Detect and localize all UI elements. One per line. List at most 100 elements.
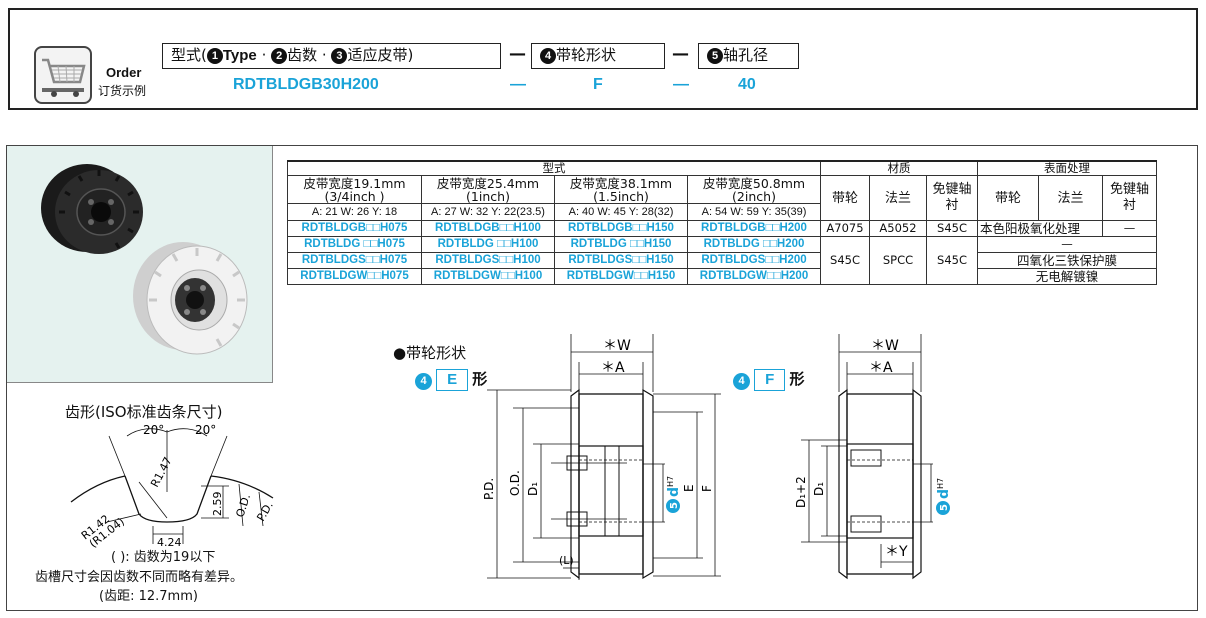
tooth-note-3: (齿距: 12.7mm) bbox=[99, 589, 198, 604]
model-cell: RDTBLDGB□□H150 bbox=[554, 220, 688, 237]
svg-text:O.D.: O.D. bbox=[508, 470, 522, 496]
svg-text:＊W: ＊W bbox=[871, 338, 899, 354]
svg-text:E: E bbox=[682, 484, 696, 492]
svg-text:D₁: D₁ bbox=[526, 482, 540, 496]
header-surface: 表面处理 bbox=[977, 160, 1157, 176]
model-cell: RDTBLDG □□H200 bbox=[687, 236, 821, 253]
model-cell: RDTBLDGS□□H075 bbox=[287, 252, 422, 269]
mat-cell: SPCC bbox=[869, 236, 927, 285]
dims-cell: A: 21 W: 26 Y: 18 bbox=[287, 203, 422, 221]
surface-cell: 四氧化三铁保护膜 bbox=[977, 252, 1157, 269]
number-2-icon: 2 bbox=[271, 48, 288, 64]
silver-pulley-image bbox=[133, 242, 248, 355]
svg-text:＊A: ＊A bbox=[601, 360, 625, 376]
surf-pulley-header: 带轮 bbox=[977, 175, 1039, 221]
tooth-profile-diagram: 20° 20° R1.47 R1.42 (R1.04) 2.59 O.D. P.… bbox=[70, 423, 276, 548]
model-cell: RDTBLDG □□H150 bbox=[554, 236, 688, 253]
mat-cell: A5052 bbox=[869, 220, 927, 237]
shape-f-label: 4 F 形 bbox=[733, 368, 804, 391]
separator-dash: — bbox=[509, 44, 526, 64]
svg-text:O.D.: O.D. bbox=[233, 492, 253, 519]
svg-text:P.D.: P.D. bbox=[254, 499, 275, 523]
model-cell: RDTBLDGB□□H075 bbox=[287, 220, 422, 237]
tooth-note-2: 齿槽尺寸会因齿数不同而略有差异。 bbox=[35, 570, 244, 585]
product-spec-panel: 齿形(ISO标准齿条尺寸) 20° 20° R1.47 R1.42 (R1.04… bbox=[6, 145, 1198, 611]
mat-cell: S45C bbox=[820, 236, 870, 285]
svg-text:D₁: D₁ bbox=[812, 482, 826, 496]
mat-cell: S45C bbox=[926, 220, 978, 237]
dims-cell: A: 27 W: 32 Y: 22(23.5) bbox=[421, 203, 555, 221]
model-cell: RDTBLDGW□□H200 bbox=[687, 268, 821, 285]
svg-text:H7: H7 bbox=[936, 478, 945, 489]
dims-cell: A: 40 W: 45 Y: 28(32) bbox=[554, 203, 688, 221]
model-cell: RDTBLDGS□□H150 bbox=[554, 252, 688, 269]
shape-e-label: 4 E 形 bbox=[415, 368, 487, 391]
example-shape: F bbox=[593, 76, 603, 93]
example-model: RDTBLDGB30H200 bbox=[233, 76, 379, 93]
belt-width-header: 皮带宽度50.8mm(2inch) bbox=[687, 175, 821, 204]
svg-text:(L): (L) bbox=[559, 554, 574, 567]
svg-text:F: F bbox=[700, 485, 714, 492]
mat-cell: A7075 bbox=[820, 220, 870, 237]
surface-cell: 无电解镀镍 bbox=[977, 268, 1157, 285]
svg-text:H7: H7 bbox=[666, 476, 675, 487]
belt-width-header: 皮带宽度25.4mm(1inch) bbox=[421, 175, 555, 204]
e-shape-drawing: ＊W ＊A P.D. O.D. D₁ E F (L) 5 d H7 bbox=[482, 334, 721, 580]
tooth-note-1: ( ): 齿数为19以下 bbox=[111, 550, 216, 565]
order-example-label: 订货示例 bbox=[98, 84, 147, 98]
pulley-shape-title: ●带轮形状 bbox=[393, 344, 467, 362]
model-cell: RDTBLDGB□□H100 bbox=[421, 220, 555, 237]
mat-cell: S45C bbox=[926, 236, 978, 285]
svg-text:D₁+2: D₁+2 bbox=[794, 476, 808, 508]
header-material: 材质 bbox=[820, 160, 978, 176]
svg-text:R1.47: R1.47 bbox=[148, 455, 175, 489]
f-shape-drawing: ＊W ＊A D₁+2 D₁ ＊Y 5 d H7 bbox=[794, 334, 952, 580]
model-cell: RDTBLDG □□H075 bbox=[287, 236, 422, 253]
belt-width-header: 皮带宽度19.1mm(3/4inch ) bbox=[287, 175, 422, 204]
svg-text:P.D.: P.D. bbox=[482, 478, 496, 500]
product-photo bbox=[7, 146, 273, 383]
svg-text:5: 5 bbox=[939, 504, 950, 511]
dims-cell: A: 54 W: 59 Y: 35(39) bbox=[687, 203, 821, 221]
model-cell: RDTBLDGB□□H200 bbox=[687, 220, 821, 237]
svg-text:4.24: 4.24 bbox=[157, 536, 182, 548]
mat-bushing-header: 免键轴衬 bbox=[926, 175, 978, 221]
svg-text:d: d bbox=[936, 489, 952, 499]
svg-text:5: 5 bbox=[669, 502, 680, 509]
example-dash: — bbox=[673, 76, 689, 93]
svg-text:＊A: ＊A bbox=[869, 360, 893, 376]
number-3-icon: 3 bbox=[331, 48, 348, 64]
order-label: Order bbox=[106, 65, 142, 80]
svg-text:20°: 20° bbox=[143, 423, 164, 437]
surface-cell: — bbox=[977, 236, 1157, 253]
model-cell: RDTBLDGW□□H100 bbox=[421, 268, 555, 285]
number-4-icon: 4 bbox=[733, 373, 750, 390]
model-cell: RDTBLDGS□□H100 bbox=[421, 252, 555, 269]
spec-table: 型式 材质 表面处理 皮带宽度19.1mm(3/4inch ) 皮带宽度25.4… bbox=[287, 160, 1157, 285]
svg-text:2.59: 2.59 bbox=[211, 492, 224, 517]
separator-dash: — bbox=[672, 44, 689, 64]
example-bore: 40 bbox=[738, 76, 756, 93]
surf-bushing-header: 免键轴衬 bbox=[1102, 175, 1157, 221]
svg-text:d: d bbox=[666, 487, 682, 497]
surface-cell: — bbox=[1102, 220, 1157, 237]
mat-flange-header: 法兰 bbox=[869, 175, 927, 221]
number-4-icon: 4 bbox=[415, 373, 432, 390]
mat-pulley-header: 带轮 bbox=[820, 175, 870, 221]
model-cell: RDTBLDGW□□H075 bbox=[287, 268, 422, 285]
belt-width-header: 皮带宽度38.1mm(1.5inch) bbox=[554, 175, 688, 204]
tooth-profile-title: 齿形(ISO标准齿条尺寸) bbox=[65, 403, 223, 421]
number-5-icon: 5 bbox=[707, 48, 723, 64]
shopping-cart-icon bbox=[34, 46, 92, 104]
surface-cell: 本色阳极氧化处理 bbox=[977, 220, 1103, 237]
number-4-icon: 4 bbox=[540, 48, 556, 64]
header-type: 型式 bbox=[287, 160, 821, 176]
svg-text:20°: 20° bbox=[195, 423, 216, 437]
svg-text:＊Y: ＊Y bbox=[885, 544, 908, 560]
surf-flange-header: 法兰 bbox=[1038, 175, 1103, 221]
black-pulley-image bbox=[41, 164, 143, 254]
